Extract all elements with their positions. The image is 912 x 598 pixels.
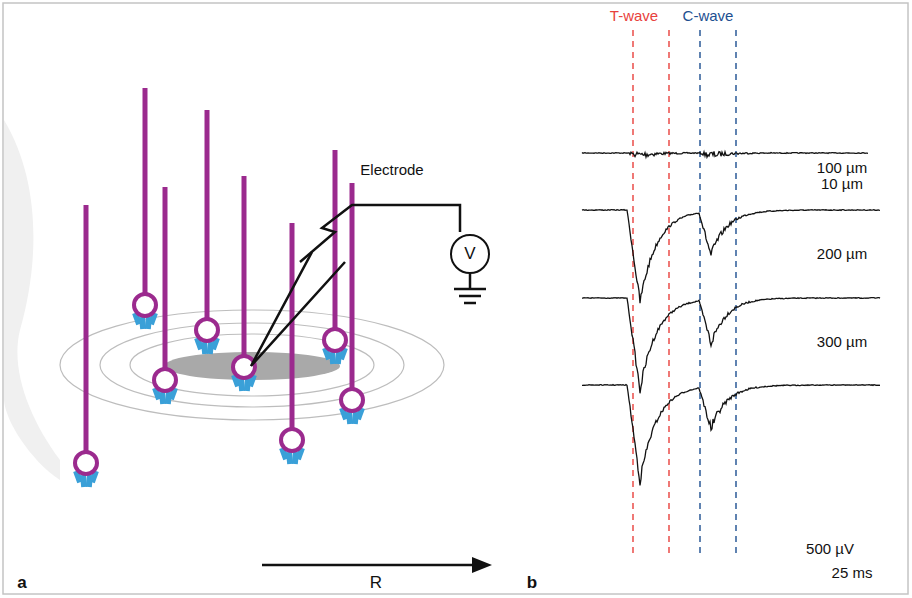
neuron bbox=[279, 223, 305, 464]
neuron bbox=[322, 150, 348, 364]
neuron bbox=[231, 176, 257, 391]
neuron bbox=[152, 187, 178, 404]
voltage-trace bbox=[582, 210, 880, 304]
watermark bbox=[4, 120, 60, 480]
neuron bbox=[194, 110, 220, 354]
neurons bbox=[73, 88, 365, 487]
neuron bbox=[132, 88, 158, 329]
window-lines bbox=[633, 30, 736, 555]
voltage-trace bbox=[582, 385, 880, 486]
panel-letter: a bbox=[17, 574, 26, 593]
distance-label: 10 µm bbox=[821, 176, 863, 193]
panel-letter: b bbox=[527, 574, 537, 593]
voltmeter-label: V bbox=[464, 244, 475, 264]
window-label: C-wave bbox=[683, 8, 734, 25]
electrode-symbol bbox=[251, 205, 486, 366]
distance-label: 300 µm bbox=[817, 334, 867, 351]
scale-label: 500 µV bbox=[806, 541, 854, 558]
voltage-trace bbox=[582, 151, 868, 157]
distance-arrow bbox=[262, 557, 492, 573]
neuron bbox=[73, 205, 99, 487]
part-label: Electrode bbox=[360, 162, 423, 179]
scale-label: 25 ms bbox=[832, 565, 873, 582]
window-label: T-wave bbox=[610, 8, 658, 25]
axis-label: R bbox=[370, 574, 382, 593]
voltage-traces bbox=[582, 151, 880, 485]
voltage-trace bbox=[582, 298, 880, 394]
distance-label: 100 µm bbox=[817, 160, 867, 177]
frame bbox=[3, 3, 908, 594]
neuron bbox=[339, 183, 365, 424]
voltmeter-circle: V bbox=[450, 234, 490, 274]
distance-label: 200 µm bbox=[817, 246, 867, 263]
